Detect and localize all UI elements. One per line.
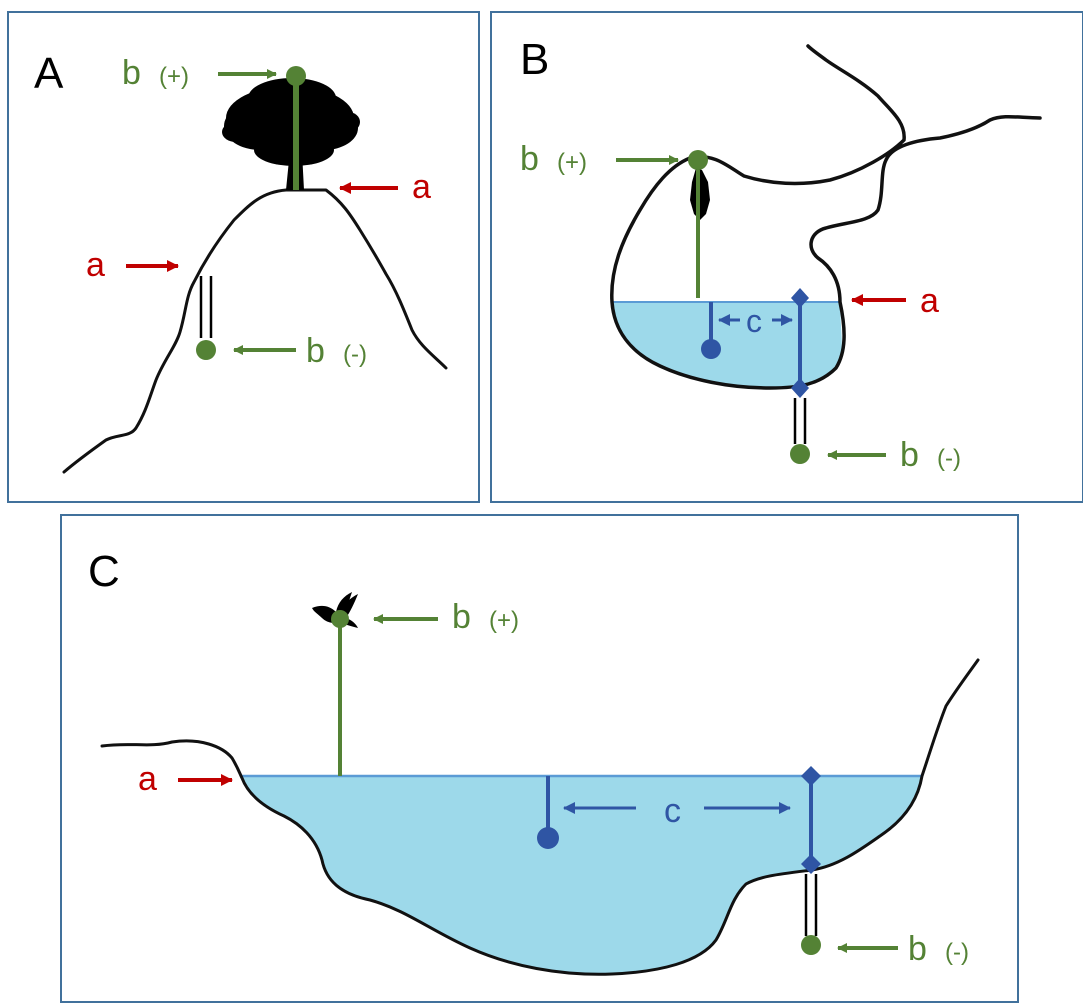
panel-b-b-minus-sign: (-) — [937, 445, 961, 472]
panel-c-a-label: a — [138, 760, 157, 798]
panel-c-top-point — [331, 610, 349, 628]
panel-c-bottom-diamond — [801, 854, 821, 874]
panel-b-bottom-diamond — [791, 378, 809, 398]
panel-c: C c b (+) a — [60, 514, 1019, 1003]
panel-c-letter: C — [88, 547, 120, 596]
panel-b-b-plus-label: b — [520, 140, 539, 178]
panel-b-water — [612, 302, 842, 388]
panel-b-frame — [490, 11, 1083, 503]
panel-c-b-minus-sign: (-) — [945, 939, 969, 966]
panel-c-terrain — [100, 658, 980, 976]
panel-c-b-plus-label: b — [452, 598, 471, 636]
panel-b-letter: B — [520, 35, 549, 84]
panel-c-depth-point — [537, 827, 559, 849]
panel-a-a-left-label: a — [86, 246, 105, 284]
panel-a-a-right-label: a — [412, 168, 431, 206]
panel-a-bottom-point — [196, 340, 216, 360]
panel-c-c-label: c — [664, 792, 681, 830]
panel-a-letter: A — [34, 49, 64, 98]
panel-b: B c b (+) a b — [490, 11, 1083, 503]
panel-a: A b (+) a a b (-) — [7, 11, 480, 503]
panel-c-surface-diamond — [801, 766, 821, 786]
panel-b-top-point — [688, 150, 708, 170]
panel-a-b-minus-label: b — [306, 332, 325, 370]
panel-b-cave-outline — [610, 44, 1042, 390]
panel-c-frame — [60, 514, 1019, 1003]
panel-b-surface-diamond — [791, 288, 809, 308]
panel-b-depth-point — [701, 339, 721, 359]
panel-c-water — [240, 776, 922, 975]
panel-c-bottom-point — [801, 935, 821, 955]
panel-a-frame — [7, 11, 480, 503]
panel-c-b-minus-label: b — [908, 930, 927, 968]
panel-b-a-label: a — [920, 282, 939, 320]
panel-b-bottom-point — [790, 444, 810, 464]
panel-c-b-plus-sign: (+) — [489, 607, 519, 634]
panel-a-b-plus-sign: (+) — [159, 63, 189, 90]
panel-b-c-label: c — [746, 303, 762, 339]
tree-icon — [222, 78, 360, 190]
panel-b-b-minus-label: b — [900, 436, 919, 474]
panel-a-terrain — [62, 188, 448, 474]
panel-a-top-point — [286, 66, 306, 86]
panel-b-b-plus-sign: (+) — [557, 149, 587, 176]
panel-a-b-plus-label: b — [122, 54, 141, 92]
panel-a-b-minus-sign: (-) — [343, 341, 367, 368]
